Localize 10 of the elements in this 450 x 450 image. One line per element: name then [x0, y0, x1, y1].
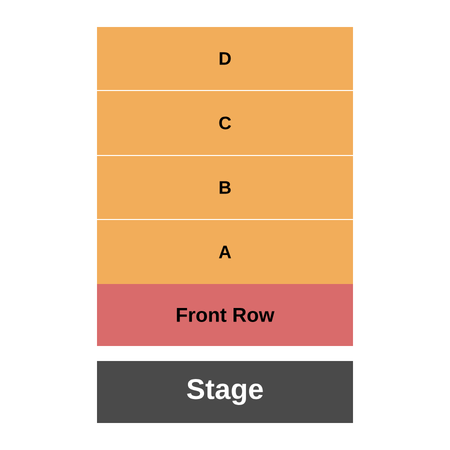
seating-section: C — [97, 91, 353, 155]
node-label: C — [219, 116, 232, 130]
seating-section: B — [97, 156, 353, 219]
seating-section: D — [97, 27, 353, 90]
stage-block: Stage — [97, 361, 353, 423]
seating-section: Front Row — [97, 284, 353, 346]
node-label: B — [220, 181, 231, 194]
node-label: D — [220, 52, 231, 65]
node-label: A — [218, 246, 232, 258]
seating-section: A — [97, 220, 353, 284]
